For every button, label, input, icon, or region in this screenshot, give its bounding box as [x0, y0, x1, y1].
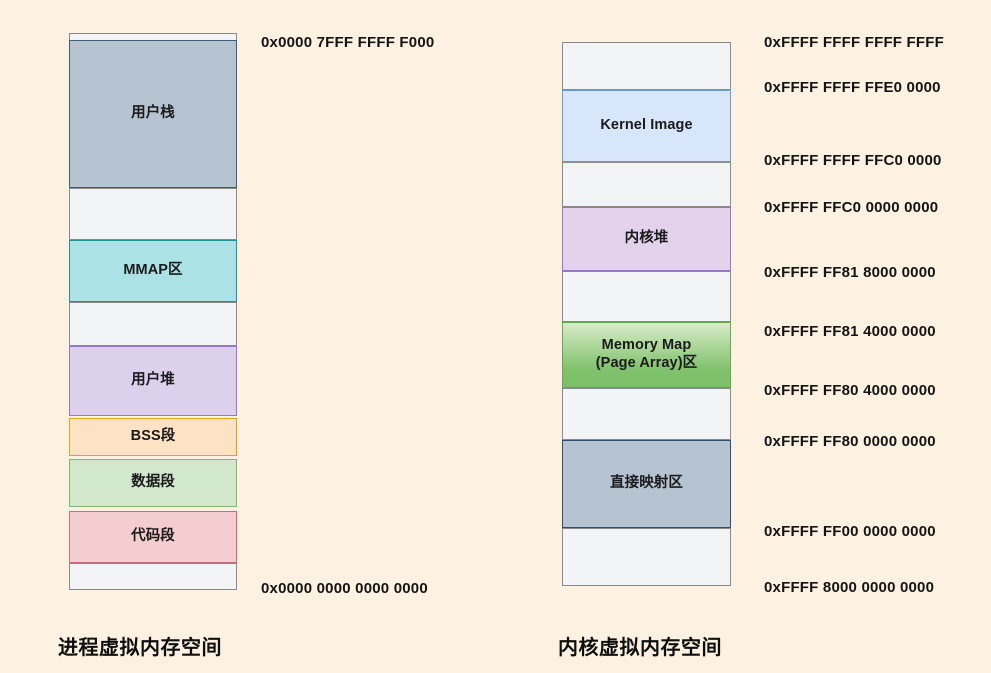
segment-gap-top-right — [562, 42, 731, 90]
segment-gap-kheap-memmap — [562, 271, 731, 322]
addr-stack-top: 0x0000 7FFF FFFF F000 — [261, 34, 435, 51]
segment-gap-kimage-kheap — [562, 162, 731, 207]
segment-user-heap-label: 用户堆 — [131, 372, 175, 389]
segment-bss[interactable]: BSS段 — [69, 418, 237, 456]
segment-gap-bottom-left — [69, 563, 237, 590]
segment-gap-bottom-right — [562, 528, 731, 586]
segment-kernel-image-label: Kernel Image — [600, 117, 693, 134]
addr-kernel-image-bottom: 0xFFFF FFFF FFC0 0000 — [764, 152, 942, 169]
segment-kernel-heap-label: 内核堆 — [624, 230, 669, 247]
addr-kernel-top: 0xFFFF FFFF FFFF FFFF — [764, 34, 944, 51]
segment-kernel-heap[interactable]: 内核堆 — [562, 207, 731, 271]
addr-kernel-image-top: 0xFFFF FFFF FFE0 0000 — [764, 79, 941, 96]
process-virtual-memory-column: 用户栈 MMAP区 用户堆 BSS段 数据段 代码段 — [69, 33, 237, 590]
segment-user-heap[interactable]: 用户堆 — [69, 346, 237, 416]
segment-data-label: 数据段 — [131, 474, 175, 491]
segment-kernel-image[interactable]: Kernel Image — [562, 90, 731, 162]
caption-process-space: 进程虚拟内存空间 — [58, 637, 222, 659]
segment-memory-map[interactable]: Memory Map (Page Array)区 — [562, 322, 731, 388]
segment-gap-top-left — [69, 33, 237, 40]
addr-process-space-bottom: 0x0000 0000 0000 0000 — [261, 580, 428, 597]
segment-memory-map-label: Memory Map (Page Array)区 — [595, 337, 698, 371]
segment-direct-mapping-label: 直接映射区 — [610, 475, 683, 492]
segment-mmap[interactable]: MMAP区 — [69, 240, 237, 302]
segment-gap-stack-mmap — [69, 188, 237, 240]
addr-kernel-space-bottom: 0xFFFF 8000 0000 0000 — [764, 579, 935, 596]
segment-data[interactable]: 数据段 — [69, 459, 237, 507]
kernel-virtual-memory-column: Kernel Image 内核堆 Memory Map (Page Array)… — [562, 42, 731, 586]
segment-gap-mmap-heap — [69, 302, 237, 346]
segment-text[interactable]: 代码段 — [69, 511, 237, 563]
addr-memory-map-top: 0xFFFF FF81 4000 0000 — [764, 323, 936, 340]
segment-bss-label: BSS段 — [130, 428, 176, 445]
addr-kernel-heap-bottom: 0xFFFF FF81 8000 0000 — [764, 264, 936, 281]
addr-memory-map-bottom: 0xFFFF FF80 4000 0000 — [764, 382, 936, 399]
segment-text-label: 代码段 — [131, 528, 175, 545]
segment-user-stack-label: 用户栈 — [131, 105, 175, 122]
caption-kernel-space: 内核虚拟内存空间 — [558, 637, 722, 659]
segment-user-stack[interactable]: 用户栈 — [69, 40, 237, 188]
addr-direct-mapping-bottom: 0xFFFF FF00 0000 0000 — [764, 523, 936, 540]
segment-gap-memmap-directmap — [562, 388, 731, 440]
addr-kernel-heap-top: 0xFFFF FFC0 0000 0000 — [764, 199, 939, 216]
addr-direct-mapping-top: 0xFFFF FF80 0000 0000 — [764, 433, 936, 450]
segment-direct-mapping[interactable]: 直接映射区 — [562, 440, 731, 528]
segment-mmap-label: MMAP区 — [123, 262, 183, 279]
